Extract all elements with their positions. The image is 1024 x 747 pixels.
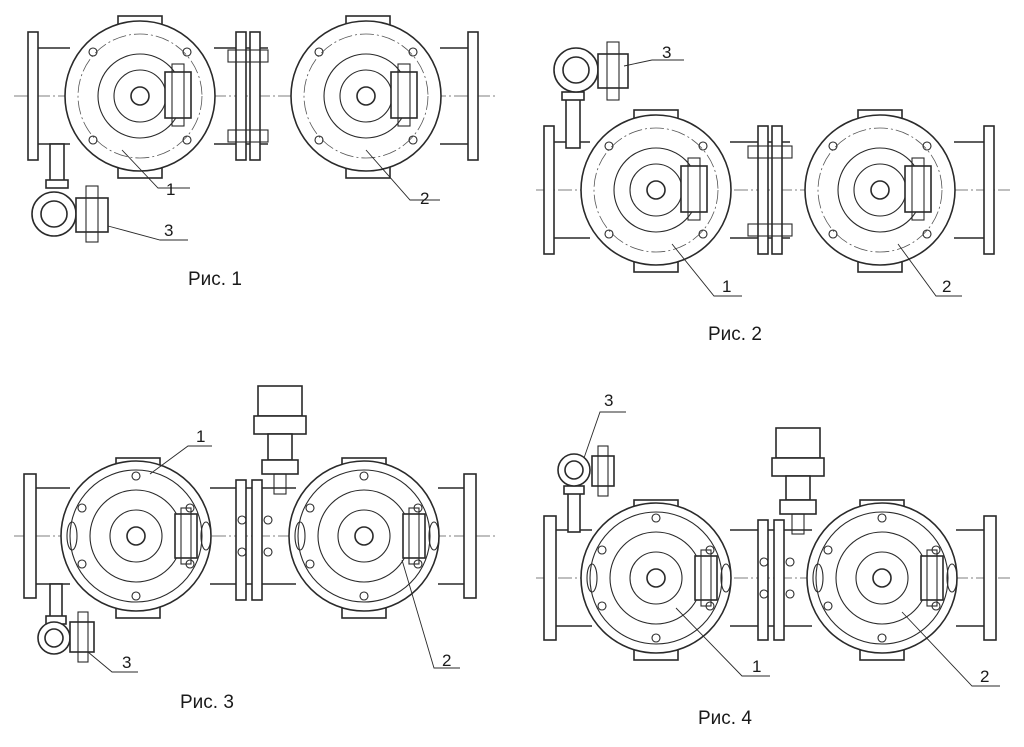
label-2: 2	[942, 277, 951, 296]
valve-1	[580, 499, 732, 661]
label-1: 1	[196, 427, 205, 446]
left-flange	[543, 125, 555, 255]
left-flange	[543, 515, 557, 641]
figure-2: 3 1 2 Рис. 2	[536, 41, 1010, 345]
right-flange	[983, 125, 995, 255]
figure-1: 1 2 3 Рис. 1	[14, 15, 495, 290]
valve-1	[64, 15, 216, 179]
leader-1	[149, 445, 212, 475]
coupling	[210, 479, 296, 601]
component-3	[31, 143, 109, 243]
leader-3	[583, 411, 626, 459]
label-1: 1	[752, 657, 761, 676]
figure-caption: Рис. 3	[180, 692, 234, 713]
valve-2	[804, 109, 956, 273]
figure-caption: Рис. 2	[708, 324, 762, 345]
figure-4: 3 1 2 Рис. 4	[536, 391, 1010, 729]
figure-3: 1 2 3 Рис. 3	[14, 385, 495, 713]
component-3	[553, 41, 629, 149]
leader-3	[87, 651, 138, 673]
component-3	[37, 583, 95, 663]
label-2: 2	[980, 667, 989, 686]
valve-2	[290, 15, 442, 179]
figure-caption: Рис. 1	[188, 269, 242, 290]
leader-1	[675, 607, 770, 677]
label-3: 3	[604, 391, 613, 410]
leader-2	[401, 559, 460, 669]
leader-2	[901, 611, 1000, 687]
figure-caption: Рис. 4	[698, 708, 752, 729]
label-2: 2	[420, 189, 429, 208]
label-1: 1	[722, 277, 731, 296]
valve-1	[580, 109, 732, 273]
right-flange	[983, 515, 997, 641]
leader-3	[623, 59, 684, 67]
right-flange	[463, 473, 477, 599]
right-flange	[467, 31, 479, 161]
label-3: 3	[164, 221, 173, 240]
coupling	[730, 125, 793, 255]
left-flange	[23, 473, 37, 599]
leader-1	[121, 149, 190, 189]
left-flange	[27, 31, 39, 161]
actuator	[771, 427, 825, 535]
valve-2	[288, 457, 440, 619]
label-1: 1	[166, 180, 175, 199]
label-3: 3	[662, 43, 671, 62]
leader-1	[671, 243, 742, 297]
coupling	[730, 519, 812, 641]
label-3: 3	[122, 653, 131, 672]
coupling	[214, 31, 269, 161]
valve-1	[60, 457, 212, 619]
leader-2	[365, 149, 440, 201]
actuator	[253, 385, 307, 495]
component-3	[557, 445, 615, 533]
label-2: 2	[442, 651, 451, 670]
leader-3	[107, 225, 188, 241]
leader-2	[897, 243, 962, 297]
valve-2	[806, 499, 958, 661]
